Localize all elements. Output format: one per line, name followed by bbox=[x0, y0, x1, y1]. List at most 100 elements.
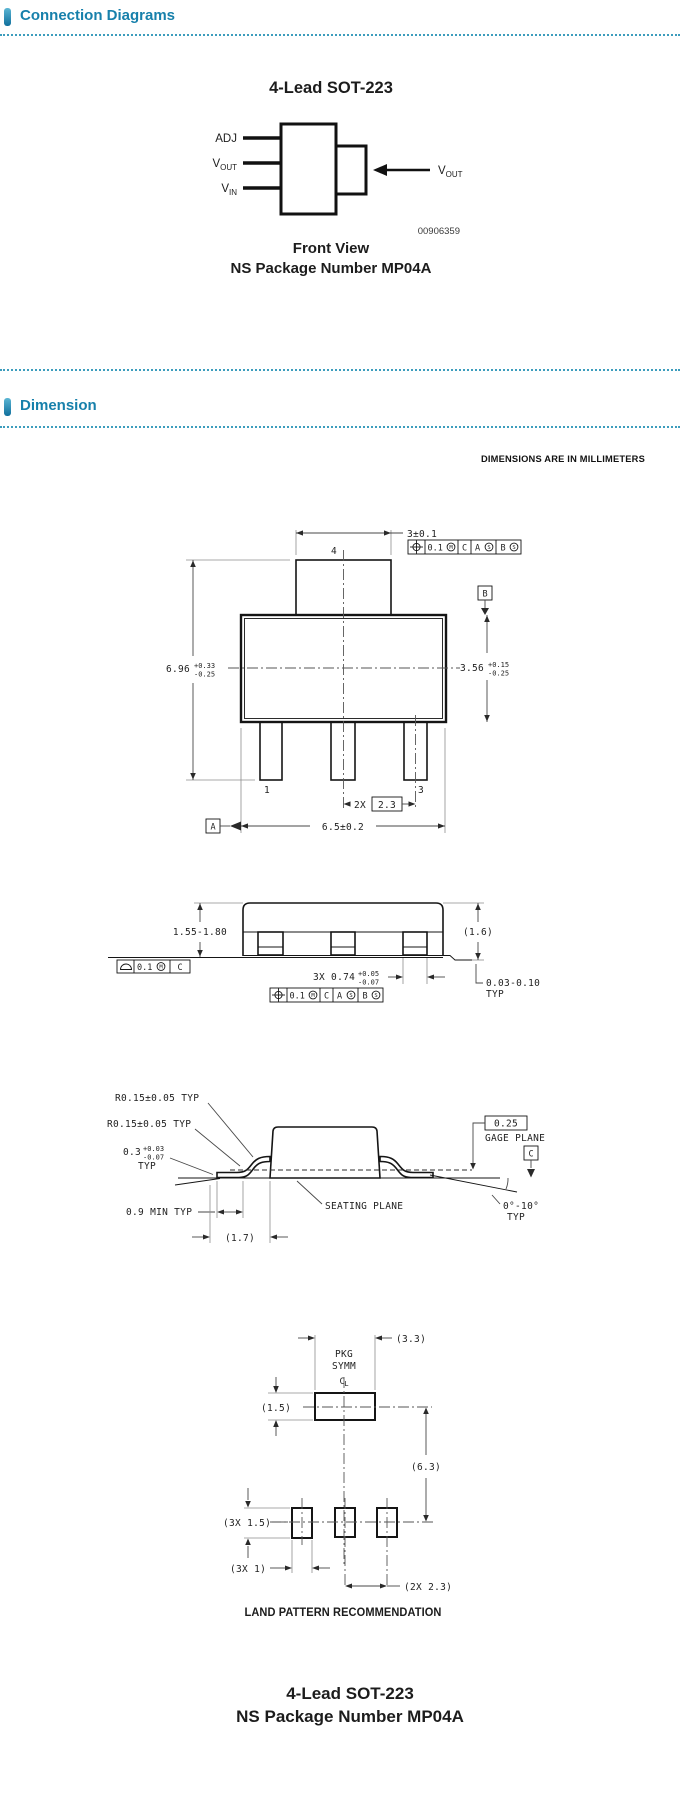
tab-callout-arrow: VOUT bbox=[373, 164, 463, 179]
svg-text:-0.25: -0.25 bbox=[194, 671, 215, 679]
land-pattern-caption: LAND PATTERN RECOMMENDATION bbox=[244, 1607, 442, 1619]
svg-text:3X 0.74: 3X 0.74 bbox=[313, 972, 355, 983]
dim-pad-width: (3X 1) bbox=[230, 1540, 330, 1575]
svg-text:TYP: TYP bbox=[138, 1161, 156, 1172]
dim-package-height: 1.55-1.80 bbox=[173, 902, 243, 957]
pin4-label: 4 bbox=[331, 546, 337, 557]
feature-control-frame-position-2: 0.1 M C A S B S bbox=[269, 987, 384, 1003]
svg-text:(1.6): (1.6) bbox=[463, 927, 493, 938]
dim-body-depth: 3.56 +0.15 -0.25 bbox=[460, 615, 509, 722]
seating-plane-callout: SEATING PLANE bbox=[296, 1180, 403, 1212]
land-pads bbox=[270, 1377, 435, 1588]
section-title: Dimension bbox=[20, 397, 97, 414]
radius-callouts: R0.15±0.05 TYP R0.15±0.05 TYP bbox=[107, 1093, 254, 1167]
connection-caption-package: NS Package Number MP04A bbox=[230, 260, 432, 277]
body bbox=[269, 1126, 381, 1179]
svg-text:C: C bbox=[339, 1377, 344, 1387]
pin-labels: ADJ VOUT VIN bbox=[212, 133, 237, 197]
dim-lead-width: 3X 0.74 +0.05 -0.07 bbox=[313, 958, 445, 987]
datum-b: B bbox=[477, 585, 493, 615]
svg-text:R0.15±0.05 TYP: R0.15±0.05 TYP bbox=[115, 1093, 199, 1104]
position-symbol-icon bbox=[410, 540, 423, 554]
lead-left bbox=[216, 1155, 271, 1179]
tab-pad bbox=[314, 1392, 376, 1421]
feature-control-frame-position: 0.1 M C A S B S bbox=[407, 539, 522, 555]
svg-text:M: M bbox=[159, 965, 163, 971]
feature-control-frame-flatness: 0.1 M C bbox=[116, 959, 191, 974]
svg-text:TYP: TYP bbox=[507, 1212, 525, 1223]
svg-text:0.1: 0.1 bbox=[290, 992, 305, 1002]
dotted-rule bbox=[0, 369, 680, 371]
svg-text:0.9 MIN TYP: 0.9 MIN TYP bbox=[126, 1207, 192, 1218]
dim-body-height: 6.96 +0.33 -0.25 bbox=[166, 559, 290, 781]
connection-diagram: ADJ VOUT VIN VOUT bbox=[212, 122, 463, 216]
svg-text:SYMM: SYMM bbox=[332, 1361, 356, 1372]
drawing-profile-view: R0.15±0.05 TYP R0.15±0.05 TYP 0.3 +0.03 … bbox=[107, 1093, 545, 1244]
svg-text:(3X 1.5): (3X 1.5) bbox=[223, 1518, 271, 1529]
svg-text:R0.15±0.05 TYP: R0.15±0.05 TYP bbox=[107, 1119, 191, 1130]
flatness-symbol-icon bbox=[120, 963, 132, 970]
svg-text:C: C bbox=[528, 1150, 533, 1160]
pin-label-vout: VOUT bbox=[212, 158, 237, 172]
dim-span: (6.3) bbox=[411, 1407, 441, 1522]
section-header-dimension: Dimension bbox=[0, 397, 680, 428]
svg-text:0.1: 0.1 bbox=[137, 963, 152, 973]
svg-text:0.1: 0.1 bbox=[428, 544, 443, 554]
dim-lead-pitch: 2X 2.3 bbox=[343, 796, 416, 812]
section-title: Connection Diagrams bbox=[20, 7, 176, 24]
svg-text:C: C bbox=[177, 963, 182, 973]
svg-text:M: M bbox=[311, 993, 315, 999]
svg-text:2X: 2X bbox=[354, 800, 366, 811]
svg-text:TYP: TYP bbox=[486, 989, 504, 1000]
svg-text:6.5±0.2: 6.5±0.2 bbox=[322, 822, 364, 833]
svg-text:SEATING PLANE: SEATING PLANE bbox=[325, 1201, 403, 1212]
svg-text:M: M bbox=[449, 545, 453, 551]
svg-text:(2X 2.3): (2X 2.3) bbox=[404, 1582, 452, 1593]
dim-pad-height: (3X 1.5) bbox=[223, 1488, 290, 1558]
svg-text:(6.3): (6.3) bbox=[411, 1462, 441, 1473]
svg-text:A: A bbox=[475, 544, 480, 554]
svg-text:S: S bbox=[349, 993, 352, 999]
drawing-top-view: 3±0.1 0.1 M C A S B S 4 B bbox=[166, 529, 522, 834]
svg-text:S: S bbox=[512, 545, 515, 551]
dim-standoff: 0.03-0.10 TYP bbox=[475, 964, 540, 1000]
dim-lead-span: 6.5±0.2 bbox=[240, 728, 446, 833]
datum-c: C bbox=[523, 1145, 539, 1178]
dim-ref-length: (1.7) bbox=[192, 1181, 288, 1244]
svg-text:0.03-0.10: 0.03-0.10 bbox=[486, 978, 540, 989]
svg-text:(1.5): (1.5) bbox=[261, 1403, 291, 1414]
dotted-rule bbox=[0, 426, 680, 428]
svg-text:3.56: 3.56 bbox=[460, 663, 484, 674]
connection-caption-front-view: Front View bbox=[292, 240, 370, 257]
dotted-rule bbox=[0, 34, 680, 36]
pin3-label: 3 bbox=[418, 785, 424, 796]
svg-text:B: B bbox=[362, 992, 367, 1002]
dim-lead-angle: 0°-10° TYP bbox=[491, 1194, 539, 1223]
svg-text:+0.33: +0.33 bbox=[194, 662, 215, 670]
pin-label-adj: ADJ bbox=[215, 133, 237, 145]
svg-text:(3.3): (3.3) bbox=[396, 1334, 426, 1345]
figure-number: 00906359 bbox=[417, 226, 460, 237]
svg-text:B: B bbox=[500, 544, 505, 554]
svg-text:(3X 1): (3X 1) bbox=[230, 1564, 266, 1575]
svg-text:S: S bbox=[487, 545, 490, 551]
svg-text:2.3: 2.3 bbox=[378, 800, 396, 811]
dim-tab-width: 3±0.1 bbox=[295, 529, 437, 555]
gage-plane-callout: 0.25 GAGE PLANE bbox=[470, 1115, 545, 1170]
package-front-view bbox=[243, 122, 368, 216]
svg-text:-0.07: -0.07 bbox=[143, 1154, 164, 1162]
svg-text:1.55-1.80: 1.55-1.80 bbox=[173, 927, 227, 938]
dim-height-ref: (1.6) bbox=[443, 902, 493, 961]
dim-land-tab-width: (3.3) bbox=[298, 1334, 426, 1390]
side-view-outline bbox=[108, 902, 472, 961]
svg-text:0.3: 0.3 bbox=[123, 1147, 141, 1158]
svg-text:+0.03: +0.03 bbox=[143, 1145, 164, 1153]
dim-pad-pitch: (2X 2.3) bbox=[345, 1582, 452, 1593]
datum-a: A bbox=[205, 818, 241, 834]
svg-text:0.25: 0.25 bbox=[494, 1119, 518, 1130]
svg-text:(1.7): (1.7) bbox=[225, 1233, 255, 1244]
svg-text:-0.07: -0.07 bbox=[358, 979, 379, 987]
units-note: DIMENSIONS ARE IN MILLIMETERS bbox=[480, 454, 645, 464]
svg-text:C: C bbox=[324, 992, 329, 1002]
